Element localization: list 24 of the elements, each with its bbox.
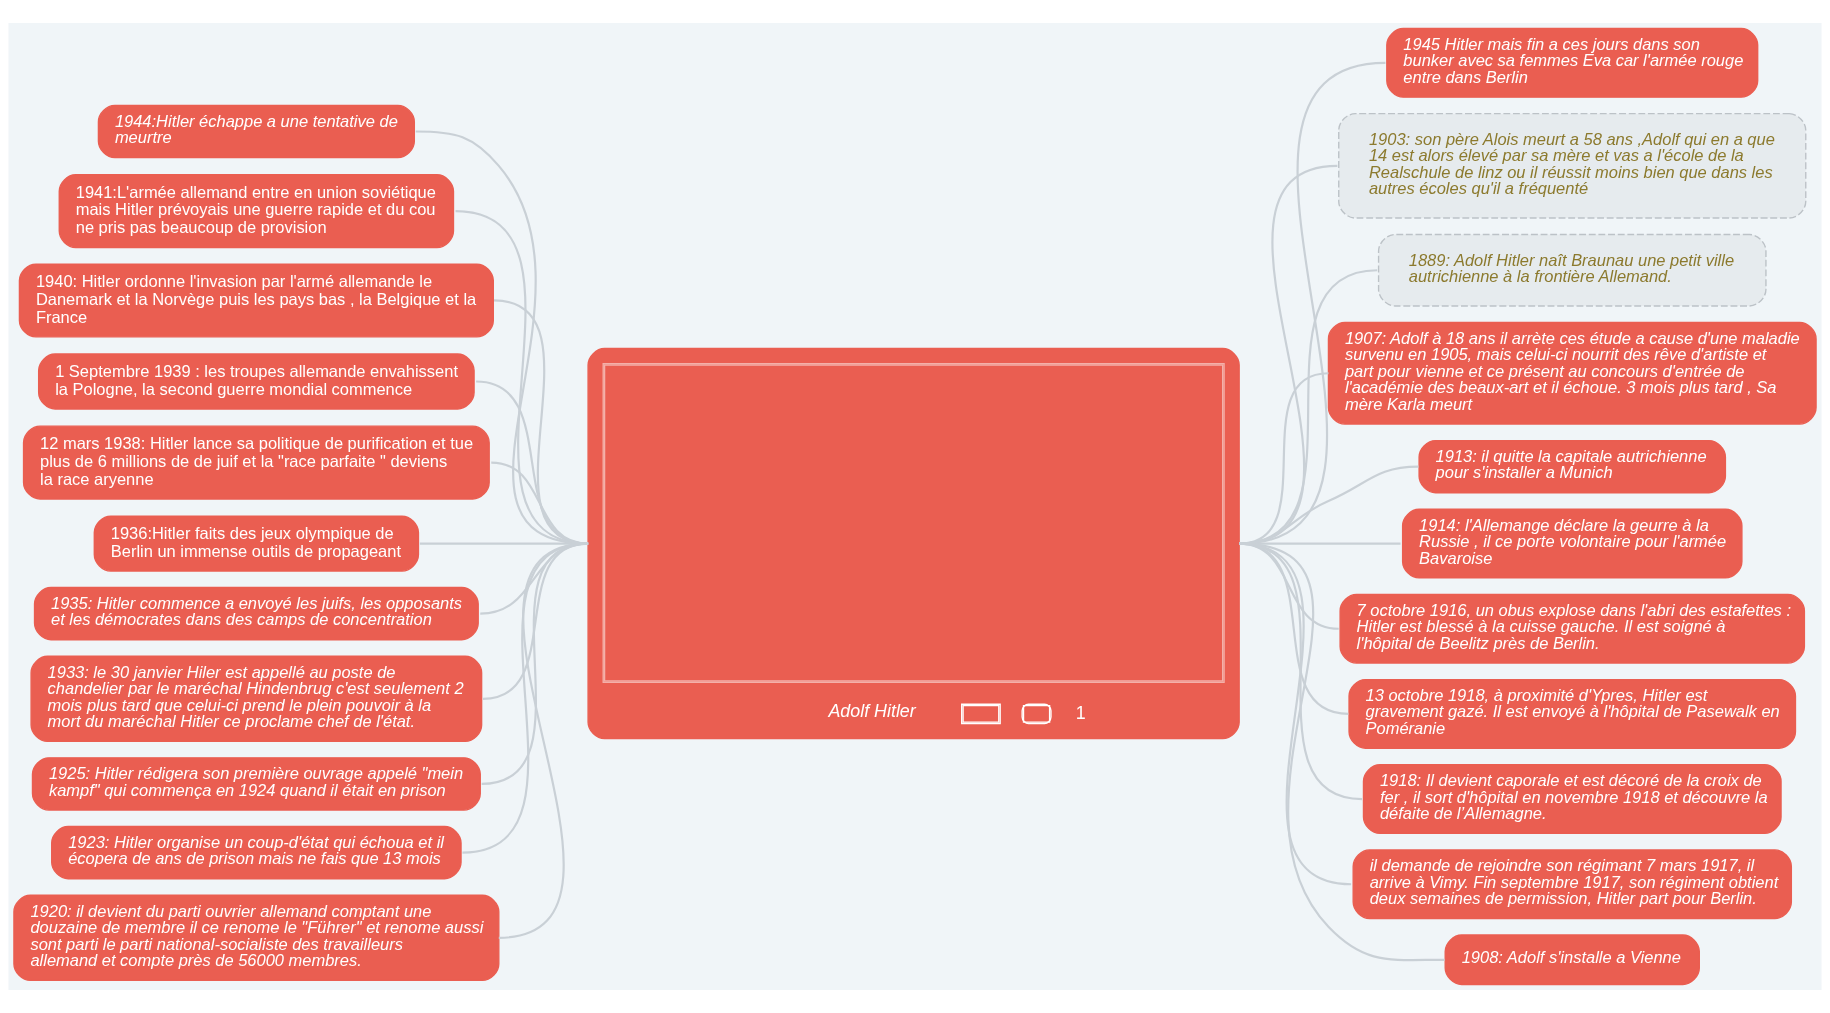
node-box: 1923: Hitler organise un coup-d'état qui échoua et il écopera de ans de prison mais ne fais que 13 mois: [51, 825, 462, 880]
node-box: 1936:Hitler faits des jeux olympique de Berlin un immense outils de propageant: [93, 515, 420, 572]
node-box: 7 octobre 1916, un obus explose dans l'abri des estafettes : Hitler est blessé à la cuisse gauche. Il est soigné à l'hôpital de Beelitz près de Berlin.: [1339, 593, 1806, 664]
node-box: 1933: le 30 janvier Hiler est appellé au poste de chandelier par le maréchal Hindenbrug c'est seulement 2 mois plus tard que celui-ci prend le plein pouvoir à la mort du maréchal Hitler ce proclame chef de l'état.: [30, 655, 483, 743]
node-box: 12 mars 1938: Hitler lance sa politique de purification et tue plus de 6 millions de de juif et la "race parfaite " deviens la race aryenne: [22, 425, 490, 500]
node-box: 1940: Hitler ordonne l'invasion par l'armé allemande le Danemark et la Norvège puis les pays bas , la Belgique et la France: [18, 263, 494, 338]
node-box: 1908: Adolf s'installe a Vienne: [1444, 934, 1700, 986]
node-box: 1913: il quitte la capitale autrichienne pour s'installer a Munich: [1418, 439, 1727, 494]
node-box: 1945 Hitler mais fin a ces jours dans son bunker avec sa femmes Eva car l'armée rouge entre dans Berlin: [1386, 27, 1759, 98]
connector: [419, 542, 589, 545]
node-box: 1907: Adolf à 18 ans il arrète ces étude a cause d'une maladie survenu en 1905, mais celui-ci nourrit des rêve d'artiste et part pour vienne et ce présent au concours d'entrée de l'académie des beaux-art et il échoue. 3 mois plus tard , Sa mère Karla meurt: [1327, 321, 1817, 425]
connector: [415, 130, 589, 545]
node-box: 1941:L'armée allemand entre en union soviétique mais Hitler prévoyais une guerre rapide et du cou ne pris pas beaucoup de provision: [58, 174, 455, 249]
node-box: 1925: Hitler rédigera son première ouvrage appelé "mein kampf" qui commença en 1924 quand il était en prison: [31, 757, 481, 811]
node-box: 1914: l'Allemange déclare la geurre à la Russie , il ce porte volontaire pour l'armée Bavaroise: [1401, 508, 1743, 579]
node-box: 1918: Il devient caporale et est décoré de la croix de fer , il sort d'hôpital en novembre 1918 et découvre la défaite de l’Allemagne.: [1362, 764, 1782, 835]
node-box: 1889: Adolf Hitler naît Braunau une petit ville autrichienne à la frontière Allemand.: [1377, 233, 1767, 307]
node-box: 13 octobre 1918, à proximité d'Ypres, Hitler est gravement gazé. Il est envoyé à l'hôpital de Pasewalk en Poméranie: [1348, 678, 1797, 749]
node-box: 1920: il devient du parti ouvrier allemand comptant une douzaine de membre il ce renome le "Führer" et renome aussi sont parti le parti national-socialiste des travailleurs allemand et compte près de 56000 membres.: [13, 894, 500, 982]
node-box: 1903: son père Alois meurt a 58 ans ,Adolf qui en a que 14 est alors élevé par sa mère et vas a l'école de la Realschule de linz ou il réussit moins bien que dans les autres écoles qu'il a fréquenté: [1338, 112, 1807, 219]
node-box: il demande de rejoindre son régimant 7 mars 1917, il arrive à Vimy. Fin septembre 1917, son régiment obtient deux semaines de permission, Hitler part pour Berlin.: [1352, 849, 1793, 920]
node-box: 1 Septembre 1939 : les troupes allemande envahissent la Pologne, la second guerre mondial commence: [37, 353, 475, 410]
node-box: 1935: Hitler commence a envoyé les juifs, les opposants et les démocrates dans des camps de concentration: [33, 586, 479, 641]
node-box: 1944:Hitler échappe a une tentative de meurtre: [97, 104, 415, 159]
